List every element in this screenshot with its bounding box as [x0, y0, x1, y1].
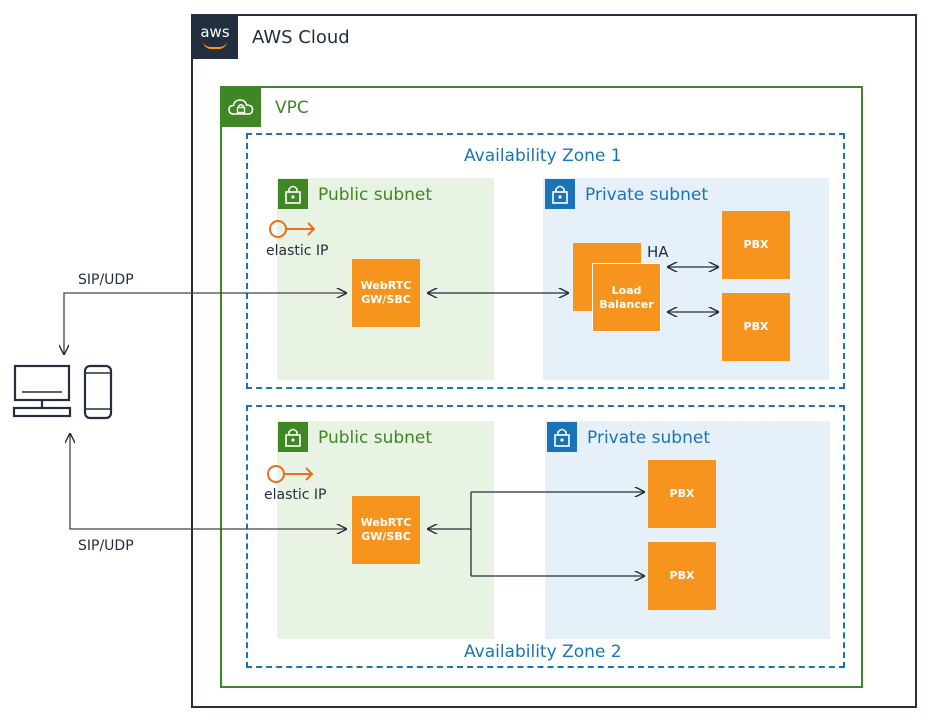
- webrtc-gateway-line2: GW/SBC: [361, 530, 411, 543]
- vpc-cloud-lock-icon: [221, 87, 261, 127]
- sip-connection-az2: [70, 434, 346, 529]
- load-balancer-line2: Balancer: [599, 297, 654, 311]
- aws-cloud-group: [191, 14, 917, 708]
- pbx-az1-2: PBX: [722, 293, 790, 361]
- aws-logo-icon: aws: [192, 15, 238, 59]
- availability-zone-2: [246, 405, 845, 668]
- load-balancer-line1: Load: [611, 283, 642, 297]
- pbx-az2-1: PBX: [648, 460, 716, 528]
- sip-connection-az1: [64, 293, 346, 354]
- public-subnet-title: Public subnet: [318, 185, 433, 205]
- vpc-title: VPC: [275, 98, 309, 118]
- webrtc-gateway-az2: WebRTC GW/SBC: [352, 496, 420, 564]
- private-subnet-lock-icon: [547, 422, 577, 452]
- load-balancer-az1: Load Balancer: [592, 263, 661, 332]
- private-subnet-lock-icon: [545, 179, 575, 209]
- mobile-phone-icon: [82, 364, 114, 424]
- private-subnet-title: Private subnet: [587, 428, 710, 448]
- elastic-ip-label: elastic IP: [266, 243, 329, 259]
- private-subnet-title: Private subnet: [585, 185, 708, 205]
- ha-label: HA: [647, 243, 669, 261]
- aws-logo-text: aws: [200, 23, 230, 41]
- desktop-computer-icon: [12, 364, 72, 424]
- webrtc-gateway-line1: WebRTC: [360, 516, 412, 529]
- availability-zone-1-title: Availability Zone 1: [464, 146, 622, 166]
- sip-udp-label-bottom: SIP/UDP: [78, 538, 134, 554]
- pbx-az1-1: PBX: [722, 211, 790, 279]
- availability-zone-2-title: Availability Zone 2: [464, 642, 622, 662]
- webrtc-gateway-line1: WebRTC: [360, 279, 412, 292]
- availability-zone-1: [246, 133, 845, 389]
- public-subnet-lock-icon: [278, 179, 308, 209]
- webrtc-gateway-line2: GW/SBC: [361, 293, 411, 306]
- aws-cloud-title: AWS Cloud: [252, 27, 350, 48]
- pbx-az2-2: PBX: [648, 542, 716, 610]
- webrtc-gateway-az1: WebRTC GW/SBC: [352, 259, 420, 327]
- elastic-ip-icon: [268, 218, 320, 244]
- sip-udp-label-top: SIP/UDP: [78, 272, 134, 288]
- vpc-group: [220, 86, 863, 688]
